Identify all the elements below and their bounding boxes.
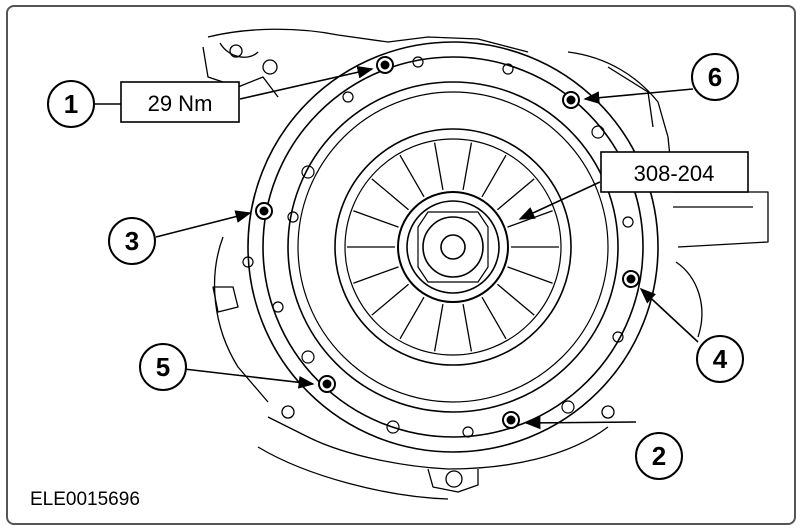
leader-lines <box>155 65 699 430</box>
leader-5 <box>183 368 315 389</box>
spring-finger-slot <box>399 296 425 340</box>
spring-finger-slot <box>481 154 507 198</box>
callout-circle-5 <box>139 343 187 391</box>
diaphragm-spring <box>334 128 572 366</box>
leader-1 <box>239 65 374 100</box>
callout-4: 4 <box>713 344 728 374</box>
figure-id: ELE0015696 <box>30 489 140 510</box>
spring-finger-slot <box>507 210 553 228</box>
spring-finger-slot <box>481 296 507 340</box>
leader-4 <box>639 287 699 343</box>
callout-circle-2 <box>635 432 683 480</box>
leader-6 <box>583 88 694 105</box>
housing-outline <box>202 28 769 500</box>
leader-tool <box>518 181 601 220</box>
callout-2: 2 <box>652 441 666 471</box>
clutch-pressure-plate-diagram: 29 Nm 308-204 1 2 3 4 5 6 <box>47 28 769 500</box>
spring-finger-slot <box>462 304 473 352</box>
leader-3 <box>155 210 252 238</box>
spring-finger-slot <box>433 142 444 190</box>
diagram-frame: 29 Nm 308-204 1 2 3 4 5 6 ELE0015696 <box>6 5 796 525</box>
callout-5: 5 <box>156 352 170 382</box>
spring-finger-slot <box>507 266 553 284</box>
callout-circle-6 <box>691 53 739 101</box>
release-bearing-hub <box>397 191 509 303</box>
tool-label: 308-204 <box>600 151 749 193</box>
torque-label: 29 Nm <box>120 81 240 123</box>
ring-holes <box>242 56 634 438</box>
spring-finger-slot <box>371 178 409 211</box>
spring-finger-slot <box>353 210 399 228</box>
bolts <box>255 56 640 429</box>
spring-finger-slot <box>433 304 444 352</box>
torque-text: 29 Nm <box>148 91 213 116</box>
callout-circle-3 <box>108 217 156 265</box>
callout-circles <box>47 53 744 480</box>
spring-finger-slot <box>353 266 399 284</box>
spring-finger-slot <box>462 142 473 190</box>
callout-circle-4 <box>696 335 744 383</box>
spring-finger-slot <box>399 154 425 198</box>
spring-finger-slot <box>497 178 535 211</box>
leader-2 <box>524 416 637 430</box>
spring-finger-slot <box>371 283 409 316</box>
spring-finger-slot <box>497 283 535 316</box>
pressure-plate-outer <box>247 41 659 453</box>
callout-3: 3 <box>125 226 139 256</box>
tool-text: 308-204 <box>634 161 715 186</box>
callout-6: 6 <box>708 62 722 92</box>
callout-1: 1 <box>64 89 78 119</box>
